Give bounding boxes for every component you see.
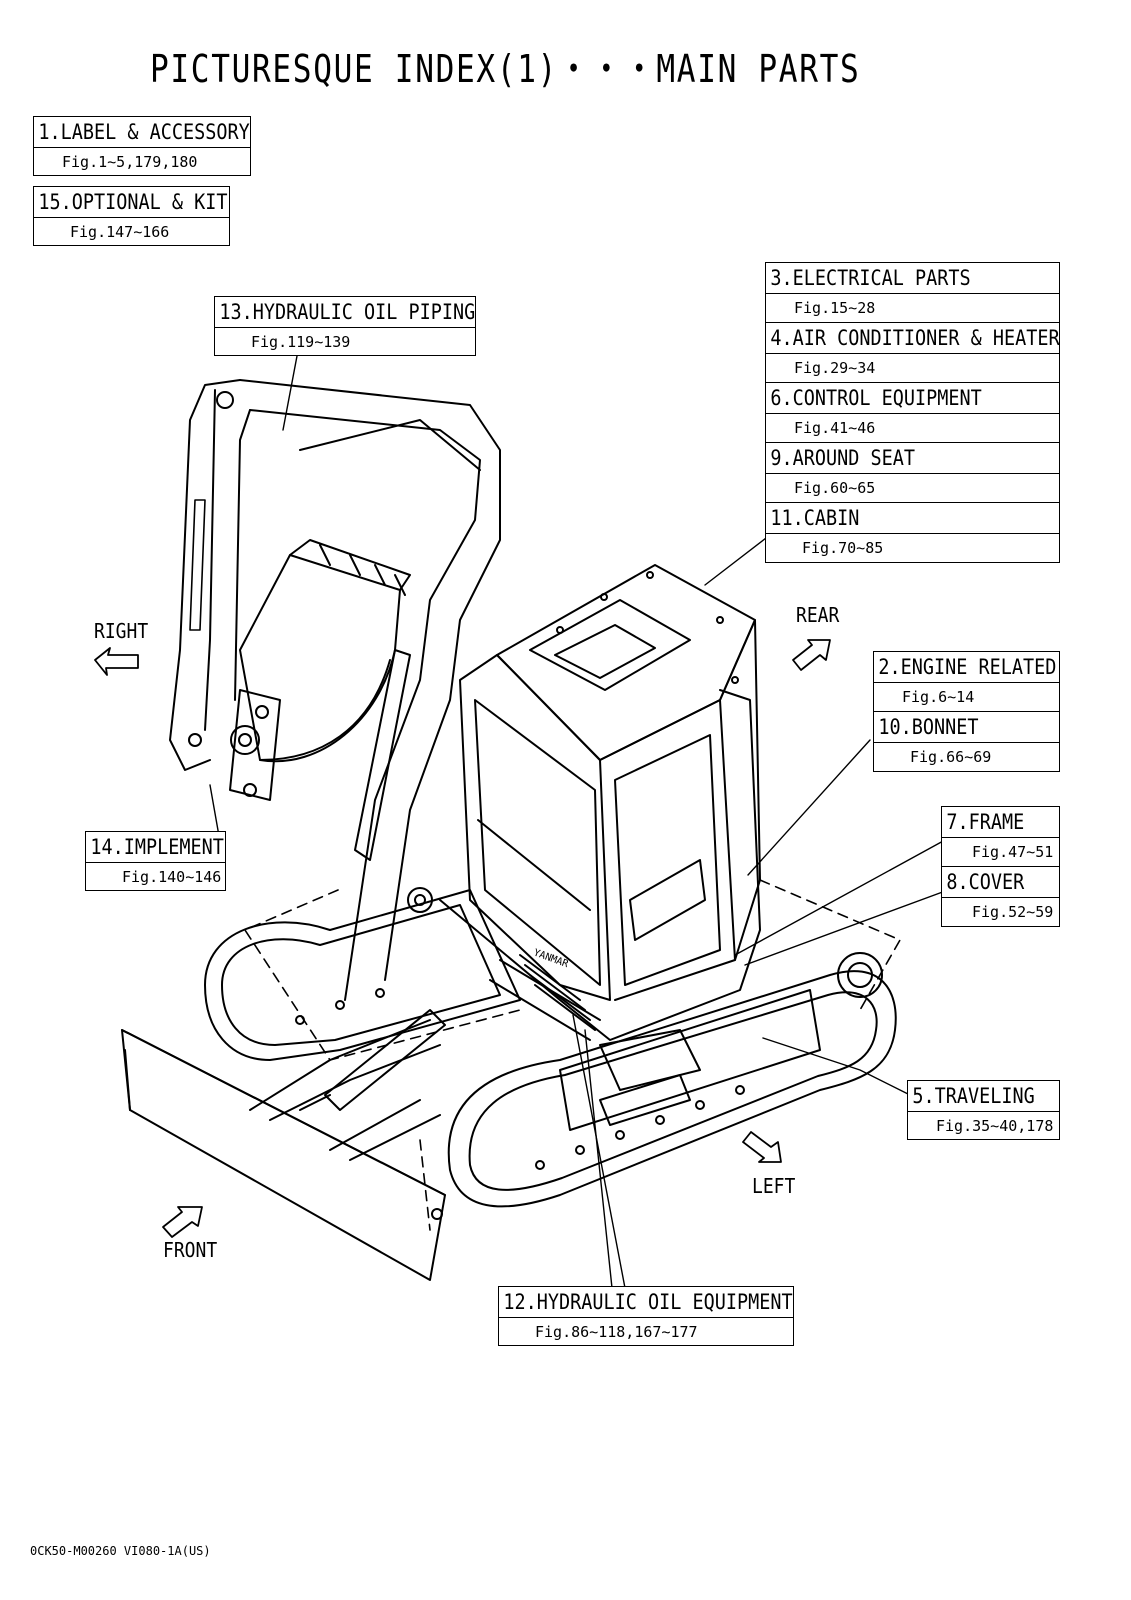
part-label-accessory[interactable]: 1.LABEL & ACCESSORY Fig.1∼5,179,180: [33, 116, 251, 176]
brand-mark: YANMAR: [532, 947, 571, 970]
part-frame-fig: Fig.47∼51: [942, 837, 1059, 866]
left-arrow-icon: [742, 1131, 782, 1163]
part-traveling-name: 5.TRAVELING: [912, 1084, 1035, 1108]
part-cabin-fig: Fig.70∼85: [766, 533, 1059, 562]
right-arrow-icon: [94, 647, 139, 676]
right-track: [204, 889, 521, 1061]
part-implement-name: 14.IMPLEMENT: [90, 835, 224, 859]
part-hydraulic-oil-piping-fig: Fig.119∼139: [215, 327, 475, 356]
part-label-accessory-name: 1.LABEL & ACCESSORY: [38, 120, 250, 144]
part-cover-fig: Fig.52∼59: [942, 897, 1059, 926]
dozer-blade: [121, 1019, 446, 1281]
document-code: 0CK50-M00260 VI080-1A(US): [30, 1544, 211, 1558]
part-hydraulic-oil-piping-name: 13.HYDRAULIC OIL PIPING: [219, 300, 476, 324]
part-hydraulic-oil-piping[interactable]: 13.HYDRAULIC OIL PIPING Fig.119∼139: [214, 296, 476, 356]
part-bonnet[interactable]: 10.BONNET Fig.66∼69: [874, 711, 1059, 771]
boom-arm: [169, 379, 501, 1001]
part-hydraulic-oil-equipment[interactable]: 12.HYDRAULIC OIL EQUIPMENT Fig.86∼118,16…: [498, 1286, 794, 1346]
part-control-equipment[interactable]: 6.CONTROL EQUIPMENT Fig.41∼46: [766, 382, 1059, 442]
part-engine-related-fig: Fig.6∼14: [874, 682, 1059, 711]
part-electrical-parts-fig: Fig.15∼28: [766, 293, 1059, 322]
part-cover-name: 8.COVER: [946, 870, 1025, 894]
page-title: PICTURESQUE INDEX(1)・・・MAIN PARTS: [150, 47, 861, 91]
cabin: [459, 564, 761, 1001]
part-around-seat-fig: Fig.60∼65: [766, 473, 1059, 502]
part-cover[interactable]: 8.COVER Fig.52∼59: [942, 866, 1059, 926]
part-cabin-name: 11.CABIN: [770, 506, 860, 530]
bucket: [239, 539, 411, 763]
part-group-frame: 7.FRAME Fig.47∼51 8.COVER Fig.52∼59: [941, 806, 1060, 927]
part-group-engine: 2.ENGINE RELATED Fig.6∼14 10.BONNET Fig.…: [873, 651, 1060, 772]
direction-right-label: RIGHT: [94, 619, 149, 643]
part-implement[interactable]: 14.IMPLEMENT Fig.140∼146: [85, 831, 226, 891]
part-bonnet-fig: Fig.66∼69: [874, 742, 1059, 771]
bucket-link: [229, 689, 281, 801]
part-group-cabin-systems: 3.ELECTRICAL PARTS Fig.15∼28 4.AIR CONDI…: [765, 262, 1060, 563]
part-electrical-parts-name: 3.ELECTRICAL PARTS: [770, 266, 971, 290]
direction-arrows: [94, 639, 831, 1238]
part-frame-name: 7.FRAME: [946, 810, 1025, 834]
part-air-conditioner-heater-fig: Fig.29∼34: [766, 353, 1059, 382]
part-optional-kit-fig: Fig.147∼166: [34, 217, 229, 246]
upper-structure: [439, 689, 761, 1091]
rear-arrow-icon: [792, 639, 831, 671]
part-air-conditioner-heater-name: 4.AIR CONDITIONER & HEATER: [770, 326, 1060, 350]
part-traveling-fig: Fig.35∼40,178: [908, 1111, 1059, 1140]
part-traveling[interactable]: 5.TRAVELING Fig.35∼40,178: [907, 1080, 1060, 1140]
part-bonnet-name: 10.BONNET: [878, 715, 979, 739]
left-track: [447, 952, 897, 1208]
undercarriage-outline: [244, 879, 901, 1231]
part-label-accessory-fig: Fig.1∼5,179,180: [34, 147, 250, 176]
direction-front-label: FRONT: [163, 1238, 218, 1262]
part-engine-related-name: 2.ENGINE RELATED: [878, 655, 1057, 679]
part-hydraulic-oil-equipment-fig: Fig.86∼118,167∼177: [499, 1317, 793, 1346]
blade-cylinder: [299, 1009, 446, 1111]
part-control-equipment-name: 6.CONTROL EQUIPMENT: [770, 386, 982, 410]
part-frame[interactable]: 7.FRAME Fig.47∼51: [942, 807, 1059, 866]
part-optional-kit[interactable]: 15.OPTIONAL & KIT Fig.147∼166: [33, 186, 230, 246]
part-air-conditioner-heater[interactable]: 4.AIR CONDITIONER & HEATER Fig.29∼34: [766, 322, 1060, 382]
part-cabin[interactable]: 11.CABIN Fig.70∼85: [766, 502, 1059, 562]
part-hydraulic-oil-equipment-name: 12.HYDRAULIC OIL EQUIPMENT: [503, 1290, 793, 1314]
part-engine-related[interactable]: 2.ENGINE RELATED Fig.6∼14: [874, 652, 1059, 711]
direction-left-label: LEFT: [752, 1174, 796, 1198]
direction-rear-label: REAR: [796, 603, 840, 627]
part-around-seat[interactable]: 9.AROUND SEAT Fig.60∼65: [766, 442, 1059, 502]
front-arrow-icon: [162, 1206, 203, 1238]
part-optional-kit-name: 15.OPTIONAL & KIT: [38, 190, 228, 214]
part-implement-fig: Fig.140∼146: [86, 862, 225, 891]
part-around-seat-name: 9.AROUND SEAT: [770, 446, 916, 470]
part-electrical-parts[interactable]: 3.ELECTRICAL PARTS Fig.15∼28: [766, 263, 1059, 322]
part-control-equipment-fig: Fig.41∼46: [766, 413, 1059, 442]
